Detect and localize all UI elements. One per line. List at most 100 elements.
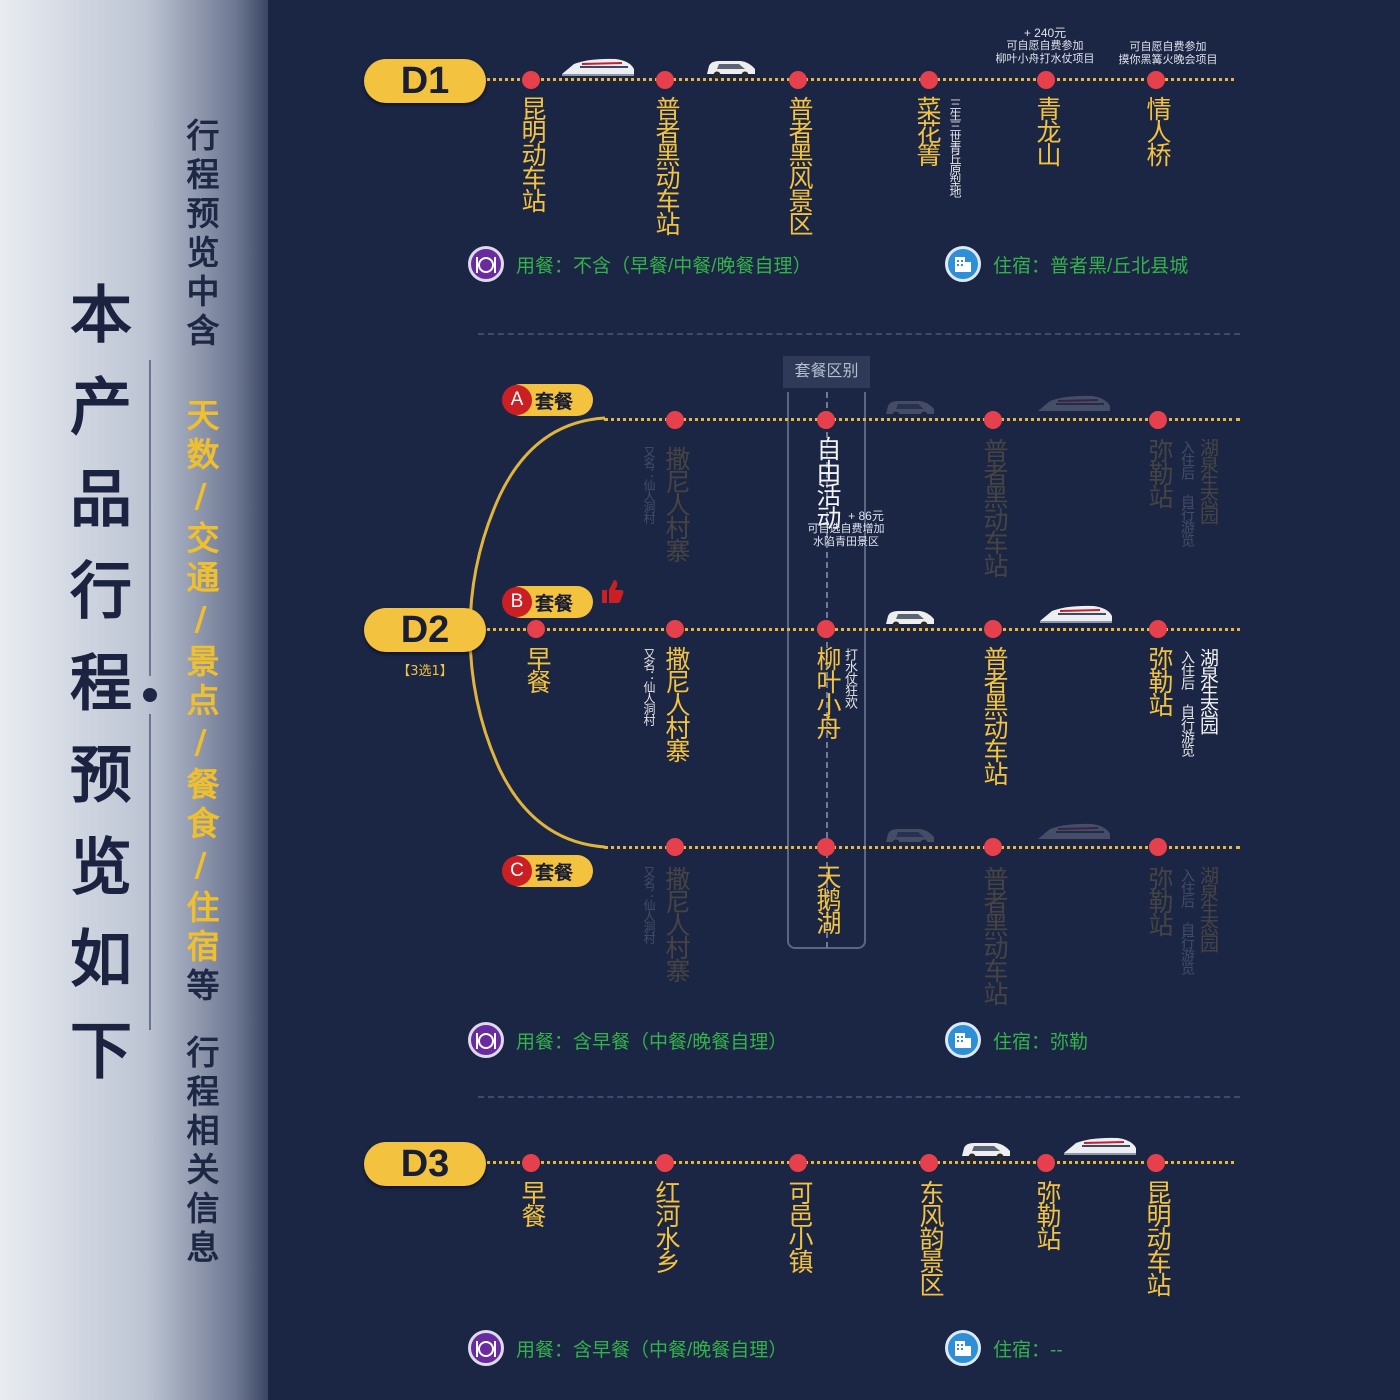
d1-hotel-text: 住宿：普者黑/丘北县城	[993, 255, 1189, 277]
d1-stop-dot	[1147, 71, 1165, 89]
d3-meal-text: 用餐：含早餐（中餐/晚餐自理）	[516, 1339, 788, 1361]
dining-plate-icon	[468, 246, 504, 282]
d2a-stop-dot	[666, 411, 684, 429]
d2a-hotel-note: 湖泉生态园	[1197, 438, 1218, 523]
d3-hotel-info: 住宿：--	[945, 1330, 1063, 1366]
sidebar-divider-bottom	[149, 714, 151, 1030]
d2a-stop-puzhehei-station: 普者黑动车站	[980, 438, 1008, 576]
d1-stop-dot	[1037, 71, 1055, 89]
d1-caihuajing-note: 三生三世青丘原型地	[948, 98, 962, 197]
d1-meal-info: 用餐：不含（早餐/中餐/晚餐自理）	[468, 246, 812, 282]
d1-meal-text: 用餐：不含（早餐/中餐/晚餐自理）	[516, 255, 812, 277]
d2b-stop-dot	[666, 620, 684, 638]
d1-stop-qinglongshan: 青龙山	[1033, 96, 1061, 165]
d2a-stop-free-activity: 自由活动	[813, 436, 841, 528]
sidebar-title: 本产品行程预览如下	[59, 282, 132, 1110]
d2-track-b	[470, 628, 1240, 631]
d3-hotel-text: 住宿：--	[993, 1339, 1063, 1361]
d1-qingren-note: 可自愿自费参加摸你黑篝火晚会项目	[1118, 41, 1218, 66]
d2b-stop-puzhehei-station: 普者黑动车站	[980, 646, 1008, 784]
d2c-sani-alias: 又名：仙人洞村	[642, 866, 656, 943]
d2b-stop-breakfast: 早餐	[523, 646, 551, 692]
d2-hotel-info: 住宿：弥勒	[945, 1022, 1088, 1058]
d2c-stop-dot	[817, 838, 835, 856]
d2c-stop-swan-lake: 天鹅湖	[813, 864, 841, 933]
bullet-train-icon	[1040, 605, 1112, 623]
d1-stop-kunming: 昆明动车站	[518, 96, 546, 211]
d2c-stop-sani-village: 撒尼人村寨	[662, 866, 690, 981]
bullet-train-icon	[562, 58, 634, 76]
d2a-stop-dot	[817, 411, 835, 429]
d2-track-c	[604, 846, 1240, 849]
d2-choice-note: 【3选1】	[397, 664, 453, 679]
compare-title: 套餐区别	[783, 356, 870, 388]
d1-day-badge: D1	[364, 59, 486, 103]
d1-stop-puzhehei-scenic: 普者黑风景区	[785, 96, 813, 234]
sidebar-divider-dot	[143, 688, 157, 702]
d3-stop-honghe-water-town: 红河水乡	[652, 1180, 680, 1272]
d2-meal-info: 用餐：含早餐（中餐/晚餐自理）	[468, 1022, 787, 1058]
section-divider	[478, 1096, 1240, 1098]
d1-stop-qingrenqiao: 情人桥	[1143, 96, 1171, 165]
d2b-boat-note: 打水仗狂欢	[843, 648, 858, 708]
d2c-hotel-note: 湖泉生态园	[1197, 866, 1218, 951]
d2b-hotel-note: 湖泉生态园	[1197, 648, 1218, 733]
hotel-building-icon	[945, 1330, 981, 1366]
d2b-sani-alias: 又名：仙人洞村	[642, 648, 656, 725]
d2a-stop-dot	[1149, 411, 1167, 429]
d1-stop-dot	[656, 71, 674, 89]
d2a-free-note: + 86元可自选自费增加水陷青田景区	[807, 509, 885, 549]
sidebar: 本产品行程预览如下 行程预览中含 天数/交通/景点/餐食/住宿等 行程相关信息	[0, 0, 268, 1400]
d2c-stop-dot	[666, 838, 684, 856]
d2b-stop-sani-village: 撒尼人村寨	[662, 646, 690, 761]
d2a-sani-alias: 又名：仙人洞村	[642, 446, 656, 523]
d2b-stop-liuye-boat: 柳叶小舟	[813, 646, 841, 738]
minivan-icon	[707, 61, 755, 79]
dining-plate-icon	[468, 1330, 504, 1366]
d1-stop-dot	[522, 71, 540, 89]
d2-meal-text: 用餐：含早餐（中餐/晚餐自理）	[516, 1031, 788, 1053]
sidebar-highlights: 天数/交通/景点/餐食/住宿等	[181, 398, 220, 1007]
minivan-icon	[886, 401, 934, 419]
minivan-icon	[962, 1143, 1010, 1161]
d2a-stop-mile-station: 弥勒站	[1145, 438, 1173, 507]
d1-stop-puzhehei-station: 普者黑动车站	[652, 96, 680, 234]
minivan-icon	[886, 611, 934, 629]
d2-day-badge: D2【3选1】	[364, 608, 486, 679]
d1-stop-dot	[920, 71, 938, 89]
bullet-train-icon	[1038, 395, 1110, 411]
d2c-stop-puzhehei-station: 普者黑动车站	[980, 866, 1008, 1004]
d3-day-badge: D3	[364, 1142, 486, 1186]
d2b-stop-dot	[817, 620, 835, 638]
d3-stop-dot	[1037, 1154, 1055, 1172]
section-divider	[478, 333, 1240, 335]
d3-meal-info: 用餐：含早餐（中餐/晚餐自理）	[468, 1330, 787, 1366]
d2-hotel-text: 住宿：弥勒	[993, 1031, 1089, 1053]
d3-stop-dot	[522, 1154, 540, 1172]
dining-plate-icon	[468, 1022, 504, 1058]
sidebar-divider-top	[149, 360, 151, 676]
d2c-stop-mile-station: 弥勒站	[1145, 866, 1173, 935]
bullet-train-icon	[1064, 1137, 1136, 1155]
d2b-stop-dot	[527, 620, 545, 638]
d3-stop-kunming-station: 昆明动车站	[1143, 1180, 1171, 1295]
d2a-hotel-subnote: 入住后 自行游览	[1180, 440, 1196, 546]
d2a-stop-dot	[984, 411, 1002, 429]
d2b-stop-mile-station: 弥勒站	[1145, 646, 1173, 715]
hotel-building-icon	[945, 1022, 981, 1058]
d1-hotel-info: 住宿：普者黑/丘北县城	[945, 246, 1188, 282]
d3-stop-dongfengyun: 东风韵景区	[916, 1180, 944, 1295]
d3-stop-dot	[789, 1154, 807, 1172]
d2c-stop-dot	[984, 838, 1002, 856]
d1-track	[470, 78, 1234, 81]
d2c-stop-dot	[1149, 838, 1167, 856]
d1-stop-caihuajing: 菜花箐	[913, 96, 941, 165]
d2-track-a	[604, 418, 1240, 421]
sidebar-subtitle-bottom: 行程相关信息	[181, 1035, 220, 1269]
d3-stop-breakfast: 早餐	[518, 1180, 546, 1226]
d1-stop-dot	[789, 71, 807, 89]
